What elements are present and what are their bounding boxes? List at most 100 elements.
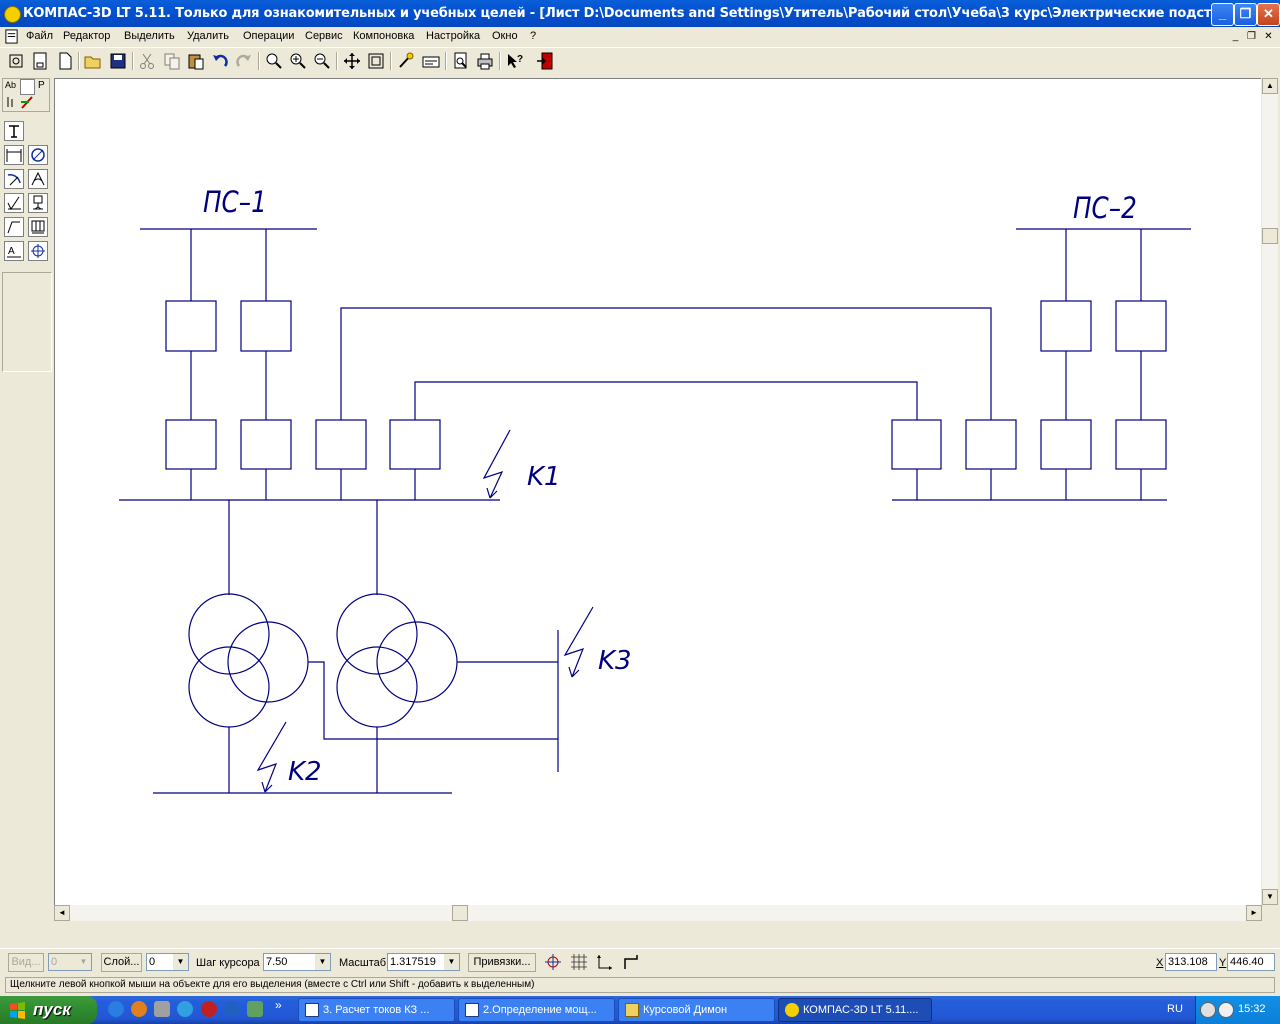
taskbar-item-word-1[interactable]: 3. Расчет токов КЗ ... xyxy=(298,998,455,1022)
document-icon[interactable] xyxy=(4,29,19,44)
tab-dimensions[interactable] xyxy=(20,79,35,95)
menu-layout[interactable]: Компоновка xyxy=(353,30,415,42)
cursor-step-input[interactable]: 7.50 xyxy=(263,953,331,971)
mv-link-1[interactable] xyxy=(308,661,558,740)
pan-icon[interactable] xyxy=(342,51,362,71)
breaker-b1[interactable] xyxy=(891,419,942,470)
vertical-scrollbar[interactable]: ▲ ▼ xyxy=(1262,78,1278,905)
zoom-out-icon[interactable] xyxy=(312,51,332,71)
diameter-dimension-icon[interactable] xyxy=(28,145,48,165)
ortho-mode-icon[interactable] xyxy=(621,952,641,972)
zoom-in-icon[interactable] xyxy=(288,51,308,71)
tie-line-inner[interactable] xyxy=(414,381,918,420)
undo-icon[interactable] xyxy=(210,51,230,71)
horizontal-scrollbar[interactable]: ◄ ► xyxy=(54,905,1262,921)
ps2-breaker-2[interactable] xyxy=(1115,300,1167,352)
scale-input[interactable]: 1.317519 xyxy=(387,953,460,971)
vertical-scroll-thumb[interactable] xyxy=(1262,228,1278,244)
language-indicator[interactable]: RU xyxy=(1167,1003,1183,1015)
open-folder-icon[interactable] xyxy=(83,51,103,71)
doc-close-button[interactable]: ✕ xyxy=(1264,31,1273,42)
center-mark-icon[interactable] xyxy=(28,241,48,261)
menu-window[interactable]: Окно xyxy=(492,30,518,42)
zoom-window-icon[interactable] xyxy=(264,51,284,71)
desktop-icon[interactable] xyxy=(108,1001,124,1017)
menu-file[interactable]: Файл xyxy=(26,30,54,42)
tray-sound-icon[interactable] xyxy=(1218,1002,1234,1018)
start-button[interactable]: пуск xyxy=(0,996,97,1024)
save-icon[interactable] xyxy=(108,51,128,71)
copy-icon[interactable] xyxy=(162,51,182,71)
menu-delete[interactable]: Удалить xyxy=(187,30,229,42)
taskbar-item-kompas[interactable]: КОМПАС-3D LT 5.11.... xyxy=(778,998,932,1022)
exit-icon[interactable] xyxy=(535,51,555,71)
transformer-2-hv-winding[interactable] xyxy=(336,593,418,675)
redo-icon[interactable] xyxy=(234,51,254,71)
tab-edit[interactable] xyxy=(6,96,16,108)
local-coordinates-icon[interactable] xyxy=(595,952,615,972)
breaker-b2[interactable] xyxy=(965,419,1017,470)
transformer-1-lv-winding[interactable] xyxy=(188,646,270,728)
media-player-icon[interactable] xyxy=(154,1001,170,1017)
ps2-breaker-1[interactable] xyxy=(1040,300,1092,352)
breaker-b4[interactable] xyxy=(1115,419,1167,470)
view-dropdown-arrow[interactable]: ▼ xyxy=(76,954,91,970)
marking-leader-icon[interactable]: A xyxy=(4,241,24,261)
ps1-breaker-1[interactable] xyxy=(165,300,217,352)
drawing-canvas[interactable]: ПС–1 ПС–2 K1 K3 K2 xyxy=(54,78,1261,906)
opera-icon[interactable] xyxy=(201,1001,217,1017)
paste-icon[interactable] xyxy=(186,51,206,71)
linear-dimension-icon[interactable] xyxy=(4,145,24,165)
maximize-button[interactable]: ❐ xyxy=(1234,3,1257,26)
menu-editor[interactable]: Редактор xyxy=(63,30,111,42)
close-button[interactable]: ✕ xyxy=(1257,3,1280,26)
breaker-a1[interactable] xyxy=(165,419,217,470)
menu-help[interactable]: ? xyxy=(530,30,537,42)
print-preview-icon[interactable] xyxy=(451,51,471,71)
doc-restore-button[interactable]: ❐ xyxy=(1247,31,1256,42)
text-tool-icon[interactable] xyxy=(4,121,24,141)
form-tolerance-icon[interactable] xyxy=(28,217,48,237)
minimize-button[interactable]: _ xyxy=(1211,3,1234,26)
context-help-icon[interactable]: ? xyxy=(505,51,525,71)
layer-dropdown-arrow[interactable]: ▼ xyxy=(173,954,188,970)
tie-line-outer[interactable] xyxy=(340,307,992,420)
leader-line-icon[interactable] xyxy=(4,217,24,237)
snap-icon[interactable] xyxy=(543,952,563,972)
layer-button[interactable]: Слой... xyxy=(101,953,142,972)
ie-icon[interactable] xyxy=(224,1001,240,1017)
radial-dimension-icon[interactable] xyxy=(4,169,24,189)
breaker-a3[interactable] xyxy=(315,419,367,470)
breaker-a4[interactable] xyxy=(389,419,441,470)
network-icon[interactable] xyxy=(247,1001,263,1017)
tray-back-arrow-icon[interactable] xyxy=(1200,1002,1216,1018)
doc-minimize-button[interactable]: _ xyxy=(1232,31,1239,42)
roughness-icon[interactable] xyxy=(4,193,24,213)
scroll-up-button[interactable]: ▲ xyxy=(1262,78,1278,94)
cursor-step-dropdown-arrow[interactable]: ▼ xyxy=(315,954,330,970)
base-mark-icon[interactable] xyxy=(28,193,48,213)
scale-dropdown-arrow[interactable]: ▼ xyxy=(444,954,459,970)
horizontal-scroll-thumb[interactable] xyxy=(452,905,468,921)
cube-3d-icon[interactable] xyxy=(6,51,26,71)
transformer-1-hv-winding[interactable] xyxy=(188,593,270,675)
breaker-a2[interactable] xyxy=(240,419,292,470)
refresh-icon[interactable] xyxy=(396,51,416,71)
menu-settings[interactable]: Настройка xyxy=(426,30,481,42)
scroll-left-button[interactable]: ◄ xyxy=(54,905,70,921)
new-drawing-icon[interactable] xyxy=(30,51,50,71)
messenger-icon[interactable] xyxy=(177,1001,193,1017)
show-all-icon[interactable] xyxy=(366,51,386,71)
kompas-app-icon[interactable] xyxy=(4,6,21,23)
ps1-breaker-2[interactable] xyxy=(240,300,292,352)
taskbar-item-word-2[interactable]: 2.Определение мощ... xyxy=(458,998,615,1022)
angular-dimension-icon[interactable] xyxy=(28,169,48,189)
tab-parameters[interactable]: P xyxy=(38,80,45,91)
print-icon[interactable] xyxy=(475,51,495,71)
scroll-down-button[interactable]: ▼ xyxy=(1262,889,1278,905)
menu-operations[interactable]: Операции xyxy=(243,30,295,42)
y-coordinate-field[interactable]: 446.40 xyxy=(1227,953,1275,971)
new-document-icon[interactable] xyxy=(55,51,75,71)
menu-select[interactable]: Выделить xyxy=(124,30,175,42)
view-button[interactable]: Вид... xyxy=(8,953,44,972)
